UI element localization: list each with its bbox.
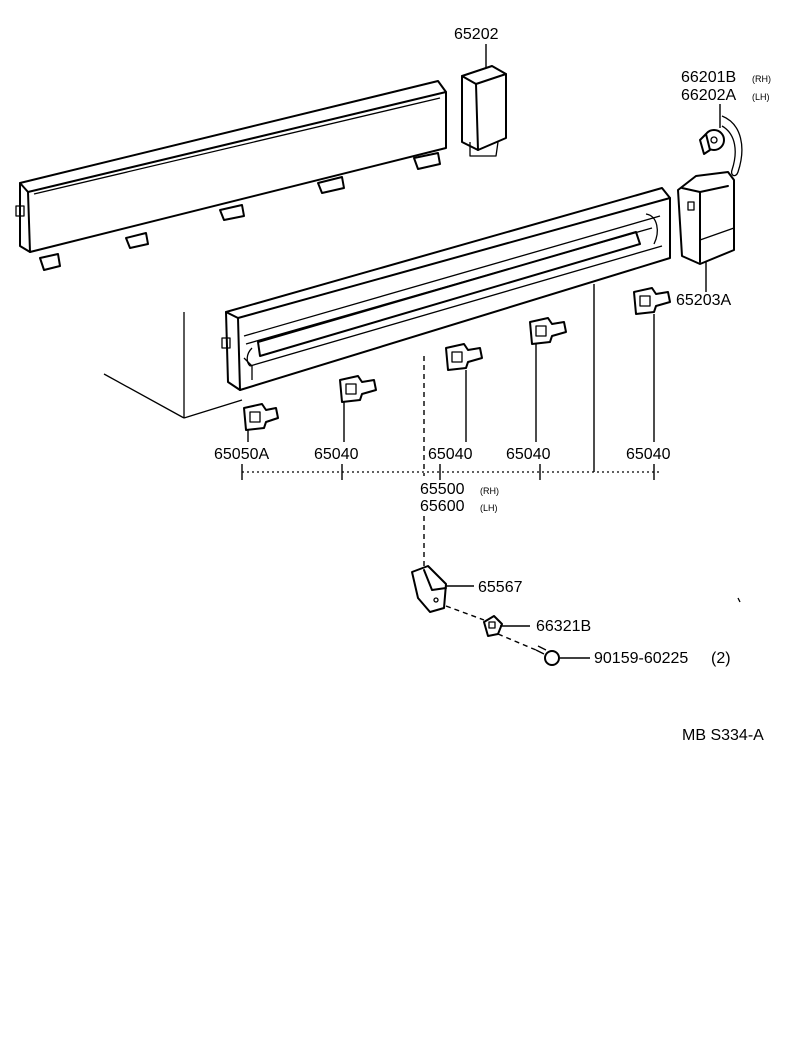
part-66201b-hinge bbox=[699, 104, 743, 177]
label-90159-60225: 90159-60225 bbox=[594, 650, 688, 667]
label-65600: 65600 bbox=[420, 498, 465, 515]
label-66201b: 66201B bbox=[681, 69, 736, 86]
clip-65040-1 bbox=[339, 375, 377, 442]
label-65600-side: (LH) bbox=[480, 503, 498, 513]
label-65040-2: 65040 bbox=[428, 446, 473, 463]
assembly-bracket-lines bbox=[241, 284, 660, 566]
part-65202-block bbox=[461, 44, 507, 157]
upper-side-panel bbox=[15, 80, 447, 271]
label-65500: 65500 bbox=[420, 481, 465, 498]
label-65040-3: 65040 bbox=[506, 446, 551, 463]
label-66321b: 66321B bbox=[536, 618, 591, 635]
label-65050a: 65050A bbox=[214, 446, 269, 463]
label-66202a-side: (LH) bbox=[752, 92, 770, 102]
part-66321b-nut bbox=[445, 605, 530, 637]
label-65567: 65567 bbox=[478, 579, 523, 596]
label-65202: 65202 bbox=[454, 26, 499, 43]
label-65040-1: 65040 bbox=[314, 446, 359, 463]
diagram-code: MB S334-A bbox=[682, 727, 764, 744]
label-65500-side: (RH) bbox=[480, 486, 499, 496]
label-90159-qty: (2) bbox=[711, 650, 731, 667]
label-66202a: 66202A bbox=[681, 87, 736, 104]
part-90159-screw bbox=[497, 633, 590, 666]
part-65203a-endcap bbox=[677, 171, 735, 292]
label-65040-4: 65040 bbox=[626, 446, 671, 463]
body-outline bbox=[103, 312, 243, 419]
clip-65040-2 bbox=[445, 343, 483, 442]
label-66201b-side: (RH) bbox=[752, 74, 771, 84]
lower-side-panel bbox=[221, 187, 671, 391]
part-65567-bracket bbox=[411, 565, 474, 613]
clip-65040-3 bbox=[529, 317, 567, 442]
clip-65040-4 bbox=[633, 287, 671, 442]
clip-65050a bbox=[243, 403, 279, 442]
stray-mark bbox=[737, 597, 741, 603]
label-65203a: 65203A bbox=[676, 292, 731, 309]
